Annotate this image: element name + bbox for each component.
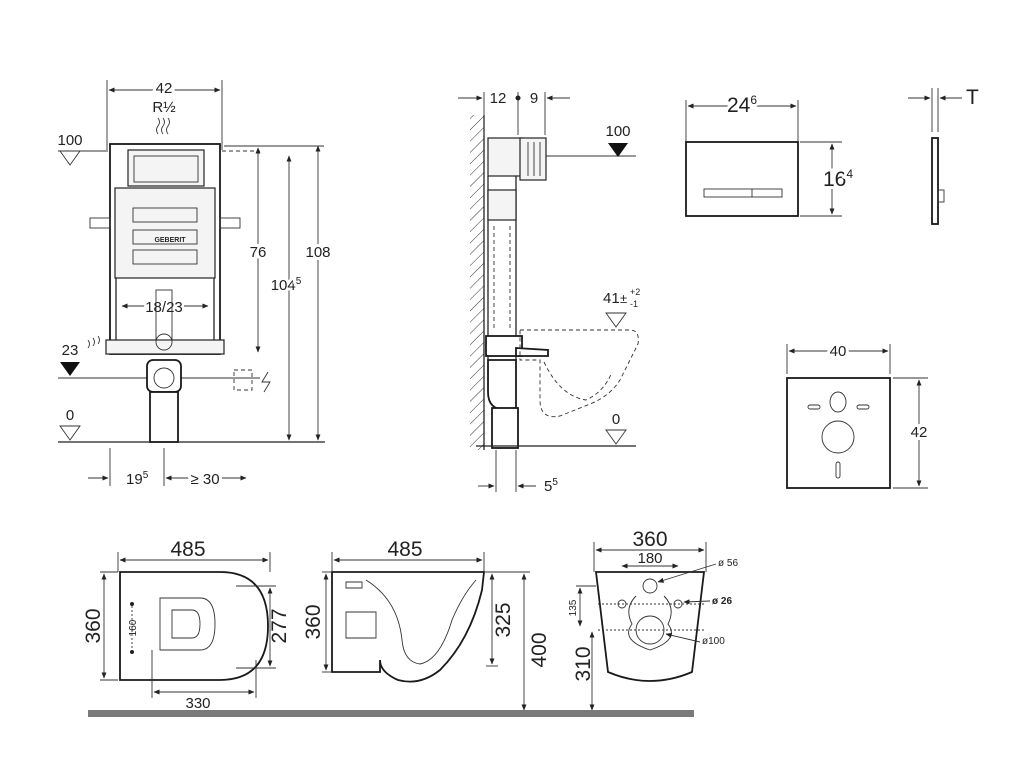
top-length-label: 485 [170, 538, 205, 561]
outlet-height-label: 310 [572, 646, 595, 681]
side-length-label: 485 [387, 538, 422, 561]
toilet-back-view: 360 180 ø 56 ø 26 ø100 135 310 [568, 528, 738, 711]
plate-thickness-label: T [966, 86, 979, 109]
inlet-height-label: 135 [568, 599, 579, 616]
drain-pipe [149, 391, 179, 443]
level-23-label: 23 [62, 342, 79, 359]
height-108-label: 108 [305, 244, 330, 261]
bowl-height-marker [605, 312, 627, 328]
flush-housing [519, 137, 547, 181]
top-base-length-label: 330 [185, 695, 210, 712]
toilet-top-view: 485 160 360 277 330 [79, 538, 291, 712]
water-supply-icon [156, 117, 170, 135]
side-level-0-label: 0 [612, 411, 620, 428]
depth-9-label: 9 [530, 90, 538, 107]
brand-logo: GEBERIT [154, 237, 186, 244]
mat-height-label: 42 [911, 424, 928, 441]
floor-bar [88, 710, 694, 717]
mat-width-label: 40 [830, 343, 847, 360]
left-bracket [89, 217, 111, 229]
bowl-bracket [515, 347, 549, 357]
bowl-top-outline [119, 571, 269, 681]
plate-profile [931, 137, 939, 225]
bowl-height-label: 41 [603, 290, 620, 307]
bowl-outline-dashed [519, 329, 639, 418]
bowl-opening [159, 597, 216, 651]
drain-elbow [146, 359, 182, 393]
inlet-hole [642, 578, 658, 594]
frame-front-view: 42 R½ 100 GEBERIT 18/23 23 [57, 77, 333, 491]
plate-button-profile [937, 189, 945, 203]
mat-outlet-hole [821, 420, 855, 454]
right-bracket [219, 217, 241, 229]
top-bowl-width-label: 277 [268, 608, 291, 643]
bolt-dia-label: ø 26 [712, 596, 732, 607]
thread-label: R½ [152, 99, 176, 116]
min-30-label: ≥ 30 [190, 471, 219, 488]
level-23-marker [60, 362, 80, 376]
back-spacing-label: 180 [637, 550, 662, 567]
level-0-label: 0 [66, 407, 74, 424]
frame-side-view: 12 9 100 41 ± +2 -1 0 [458, 90, 640, 495]
top-inner-label: 160 [128, 619, 139, 636]
inlet-dia-label: ø 56 [718, 558, 738, 569]
side-level-100-marker [608, 143, 628, 157]
svg-text:1045: 1045 [271, 276, 302, 294]
side-level-0-marker [605, 429, 627, 445]
flush-buttons [703, 188, 783, 198]
frame-feet [105, 339, 225, 355]
back-width-label: 360 [632, 528, 667, 551]
wall-hatching [470, 115, 484, 450]
sound-mat [786, 377, 891, 489]
inner-width-label: 18/23 [145, 299, 183, 316]
toilet-back-outline [594, 571, 706, 682]
sound-mat-view: 40 42 [786, 340, 930, 489]
level-100-label: 100 [57, 132, 82, 149]
cistern-body [114, 187, 216, 279]
side-mount-height-label: 400 [528, 632, 551, 667]
cistern-top [127, 149, 205, 187]
flush-plate-view: 246 164 T [685, 86, 979, 225]
offset-19-label: 195 [126, 470, 149, 488]
plate-height-label: 164 [823, 167, 853, 191]
mat-inlet-hole [829, 391, 847, 413]
drain-pipe-side [491, 407, 519, 449]
flush-plate [685, 141, 799, 217]
bowl-tol-plus: +2 [630, 287, 640, 297]
bowl-tol-minus: -1 [630, 299, 638, 309]
cistern-valve [487, 189, 517, 221]
height-104-sup: 5 [296, 276, 302, 287]
electricity-icon [261, 371, 271, 393]
side-width-label: 360 [302, 604, 325, 639]
plate-width-label: 246 [727, 93, 757, 117]
side-bowl-height-label: 325 [492, 602, 515, 637]
drain-bend-side [487, 359, 517, 411]
outlet-dia-label: ø100 [702, 636, 725, 647]
frame-width-label: 42 [156, 80, 173, 97]
side-level-100-label: 100 [605, 123, 630, 140]
svg-text:±: ± [620, 291, 627, 306]
electrical-box [233, 369, 253, 391]
depth-12-label: 12 [490, 90, 507, 107]
side-offset-label: 55 [544, 477, 558, 495]
height-76-label: 76 [250, 244, 267, 261]
level-100-marker [59, 150, 81, 166]
level-0-marker [59, 425, 81, 441]
drain-icon [87, 335, 100, 349]
toilet-side-outline [331, 571, 486, 683]
height-104-label: 104 [271, 277, 296, 294]
drain-connector [155, 333, 173, 351]
toilet-side-view: 485 360 325 400 [299, 538, 551, 711]
cistern-side [487, 137, 523, 177]
top-width-label: 360 [82, 608, 105, 643]
frame-foot-side [485, 335, 523, 357]
